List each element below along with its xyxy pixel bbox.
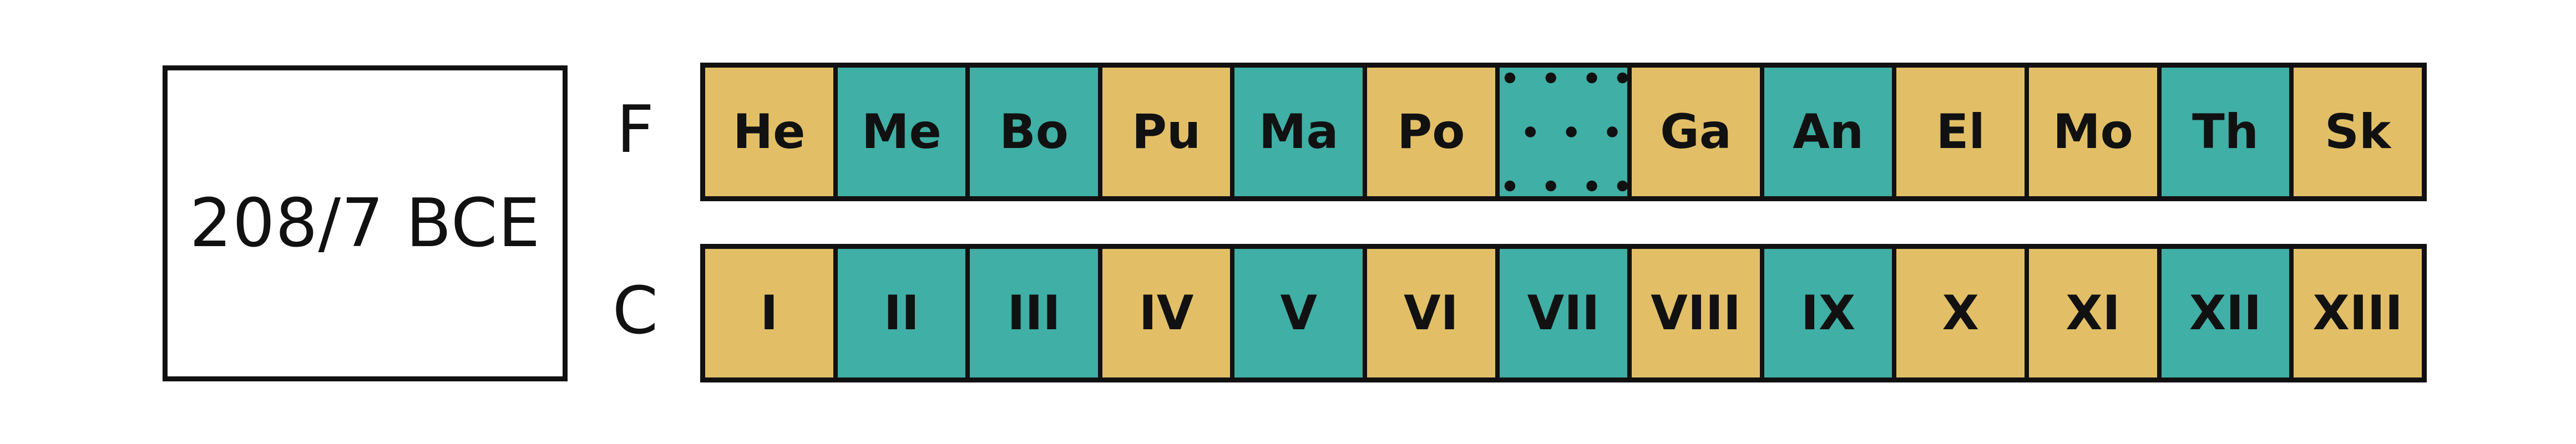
- cell-label: XII: [2189, 285, 2262, 341]
- cell-f-4: Pu: [1102, 68, 1235, 196]
- cell-c-9: IX: [1764, 249, 1897, 377]
- cell-f-3: Bo: [970, 68, 1102, 196]
- cell-c-4: IV: [1102, 249, 1235, 377]
- cell-c-11: XI: [2029, 249, 2162, 377]
- cell-label: VIII: [1651, 285, 1741, 341]
- cell-label: I: [760, 285, 778, 341]
- cell-c-12: XII: [2161, 249, 2294, 377]
- cell-f-7: [1499, 68, 1632, 196]
- cell-label: Mo: [2053, 104, 2133, 160]
- cell-label: Bo: [999, 104, 1069, 160]
- cell-label: Ga: [1660, 104, 1732, 160]
- cell-label: An: [1793, 104, 1864, 160]
- cell-f-5: Ma: [1234, 68, 1368, 196]
- cell-label: VII: [1527, 285, 1600, 341]
- cell-f-11: Mo: [2029, 68, 2162, 196]
- row-label-f: F: [616, 91, 654, 167]
- cell-label: VI: [1404, 285, 1459, 341]
- cell-f-9: An: [1764, 68, 1897, 196]
- cell-f-10: El: [1896, 68, 2030, 196]
- cell-c-5: V: [1234, 249, 1368, 377]
- cell-f-6: Po: [1367, 68, 1500, 196]
- cell-f-12: Th: [2161, 68, 2294, 196]
- dot-pattern: [1504, 72, 1628, 192]
- row-f: He Me Bo Pu Ma Po Ga An El Mo Th Sk: [700, 63, 2427, 201]
- cell-f-13: Sk: [2294, 68, 2422, 196]
- cell-label: XIII: [2312, 285, 2403, 341]
- cell-c-10: X: [1896, 249, 2030, 377]
- cell-label: V: [1280, 285, 1318, 341]
- cell-label: IV: [1138, 285, 1194, 341]
- cell-c-6: VI: [1367, 249, 1500, 377]
- cell-label: X: [1942, 285, 1979, 341]
- cell-label: III: [1007, 285, 1061, 341]
- cell-label: Ma: [1258, 104, 1339, 160]
- cell-f-1: He: [705, 68, 838, 196]
- cell-label: El: [1936, 104, 1985, 160]
- cell-c-1: I: [705, 249, 838, 377]
- row-label-c: C: [612, 272, 659, 349]
- cell-label: Sk: [2325, 104, 2391, 160]
- cell-c-2: II: [837, 249, 970, 377]
- cell-label: IX: [1801, 285, 1856, 341]
- cell-label: Pu: [1132, 104, 1201, 160]
- cell-f-8: Ga: [1632, 68, 1764, 196]
- cell-c-3: III: [970, 249, 1102, 377]
- cell-f-2: Me: [837, 68, 970, 196]
- cell-c-13: XIII: [2294, 249, 2422, 377]
- cell-label: Th: [2192, 104, 2259, 160]
- cell-label: II: [883, 285, 919, 341]
- cell-c-8: VIII: [1632, 249, 1764, 377]
- cell-label: Me: [861, 104, 942, 160]
- cell-label: Po: [1397, 104, 1465, 160]
- cell-c-7: VII: [1499, 249, 1632, 377]
- year-box: 208/7 BCE: [163, 65, 568, 381]
- cell-label: XI: [2066, 285, 2120, 341]
- year-label: 208/7 BCE: [189, 185, 541, 262]
- cell-label: He: [733, 104, 806, 160]
